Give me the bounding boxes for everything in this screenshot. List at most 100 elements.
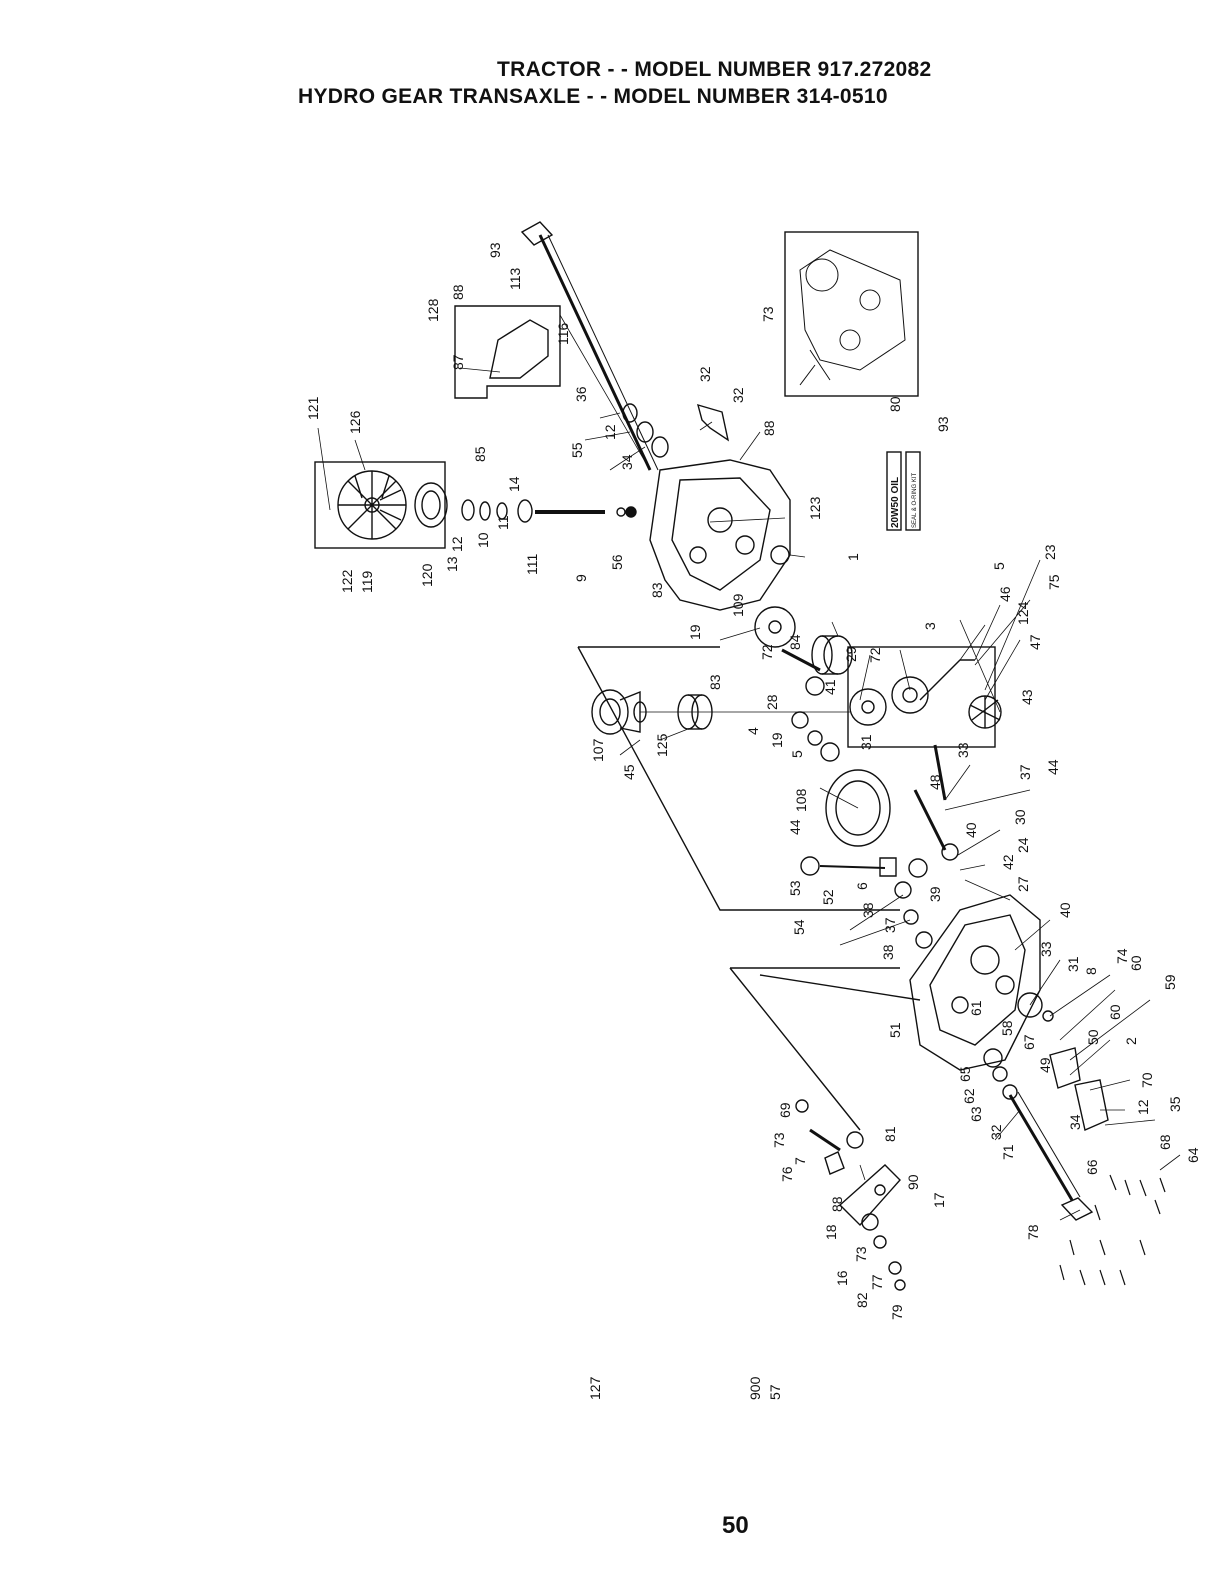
callout-32: 32 [730, 387, 746, 403]
callout-53: 53 [787, 880, 803, 896]
callout-56: 56 [609, 554, 625, 570]
tractor-model-title: TRACTOR - - MODEL NUMBER 917.272082 [497, 58, 932, 81]
callout-32: 32 [988, 1124, 1004, 1140]
callout-42: 42 [1000, 854, 1016, 870]
washer-77 [861, 1213, 879, 1231]
callout-61: 61 [968, 1000, 984, 1016]
callout-60: 60 [1107, 1004, 1123, 1020]
callout-34: 34 [619, 454, 635, 470]
callout-74: 74 [1114, 948, 1130, 964]
callout-93: 93 [487, 242, 503, 258]
callout-40: 40 [1057, 902, 1073, 918]
callout-19: 19 [769, 732, 785, 748]
callout-124: 124 [1015, 601, 1031, 625]
callout-71: 71 [1000, 1144, 1016, 1160]
washer-59 [1042, 1010, 1054, 1022]
callout-119: 119 [359, 570, 375, 593]
cooling-fan-part [337, 470, 407, 540]
left-group-lines [577, 646, 900, 911]
callout-73: 73 [853, 1246, 869, 1262]
callout-16: 16 [834, 1270, 850, 1286]
mounting-bolts [1059, 1174, 1166, 1286]
callout-3: 3 [922, 622, 938, 630]
callout-30: 30 [1012, 809, 1028, 825]
callout-83: 83 [649, 582, 665, 598]
shaft-41 [781, 648, 821, 672]
plate-68 [1074, 1079, 1109, 1131]
fan-inset-box [314, 461, 446, 549]
washer-34-lower [992, 1066, 1008, 1082]
callout-39: 39 [927, 886, 943, 902]
pulley-part [414, 482, 448, 528]
callout-88: 88 [450, 284, 466, 300]
callout-40: 40 [963, 822, 979, 838]
upper-bushing [651, 436, 669, 458]
callout-44: 44 [1045, 759, 1061, 775]
callout-128: 128 [425, 298, 441, 322]
callout-116: 116 [555, 322, 571, 345]
gear-38-upper [800, 856, 820, 876]
callout-84: 84 [787, 634, 803, 650]
callout-32: 32 [697, 366, 713, 382]
callout-88: 88 [829, 1196, 845, 1212]
callout-7: 7 [792, 1157, 808, 1165]
callout-63: 63 [968, 1106, 984, 1122]
callout-72: 72 [867, 647, 883, 663]
callout-60: 60 [1128, 955, 1144, 971]
callout-28: 28 [764, 694, 780, 710]
callout-8: 8 [1083, 967, 1099, 975]
callout-54: 54 [791, 919, 807, 935]
callout-27: 27 [1015, 876, 1031, 892]
callout-33: 33 [1038, 941, 1054, 957]
callout-120: 120 [419, 563, 435, 587]
callout-62: 62 [961, 1088, 977, 1104]
gear-38-lower [908, 858, 928, 878]
callout-12: 12 [1135, 1099, 1151, 1115]
callout-64: 64 [1185, 1147, 1201, 1163]
callout-12: 12 [602, 424, 618, 440]
seal-60-part [1017, 992, 1043, 1018]
callout-77: 77 [869, 1274, 885, 1290]
nut-76 [795, 1099, 809, 1113]
callout-38: 38 [880, 944, 896, 960]
callout-35: 35 [1167, 1096, 1183, 1112]
upper-bearing [636, 421, 654, 443]
gear-37-lower [894, 881, 912, 899]
callout-19: 19 [687, 624, 703, 640]
spring-81 [809, 1128, 841, 1152]
bracket-90 [824, 1151, 845, 1175]
callout-6: 6 [854, 882, 870, 890]
washer-33-lower [903, 909, 919, 925]
spring-17 [846, 1131, 864, 1149]
callout-80: 80 [887, 396, 903, 412]
callout-49: 49 [1037, 1057, 1053, 1073]
bracket-62 [1049, 1047, 1081, 1089]
callout-109: 109 [730, 593, 746, 617]
upper-housing-part [649, 459, 791, 611]
callout-36: 36 [573, 386, 589, 402]
callout-72: 72 [759, 644, 775, 660]
callout-111: 111 [524, 554, 540, 575]
callout-52: 52 [820, 889, 836, 905]
callout-68: 68 [1157, 1134, 1173, 1150]
callout-113: 113 [507, 267, 523, 290]
callout-58: 58 [999, 1020, 1015, 1036]
lower-left-lines [729, 967, 921, 1131]
callout-17: 17 [931, 1192, 947, 1208]
callout-34: 34 [1067, 1114, 1083, 1130]
callout-18: 18 [823, 1224, 839, 1240]
gear-31-lower [915, 931, 933, 949]
callout-24: 24 [1015, 837, 1031, 853]
spring-78 [888, 1261, 902, 1275]
gear-31-part [791, 711, 809, 729]
callout-44: 44 [787, 819, 803, 835]
callout-125: 125 [654, 733, 670, 757]
center-section-part [849, 659, 1002, 729]
callout-122: 122 [339, 569, 355, 593]
brake-cover-part [489, 319, 549, 379]
bushing-73 [874, 1184, 886, 1196]
callout-88: 88 [761, 420, 777, 436]
callout-70: 70 [1139, 1072, 1155, 1088]
